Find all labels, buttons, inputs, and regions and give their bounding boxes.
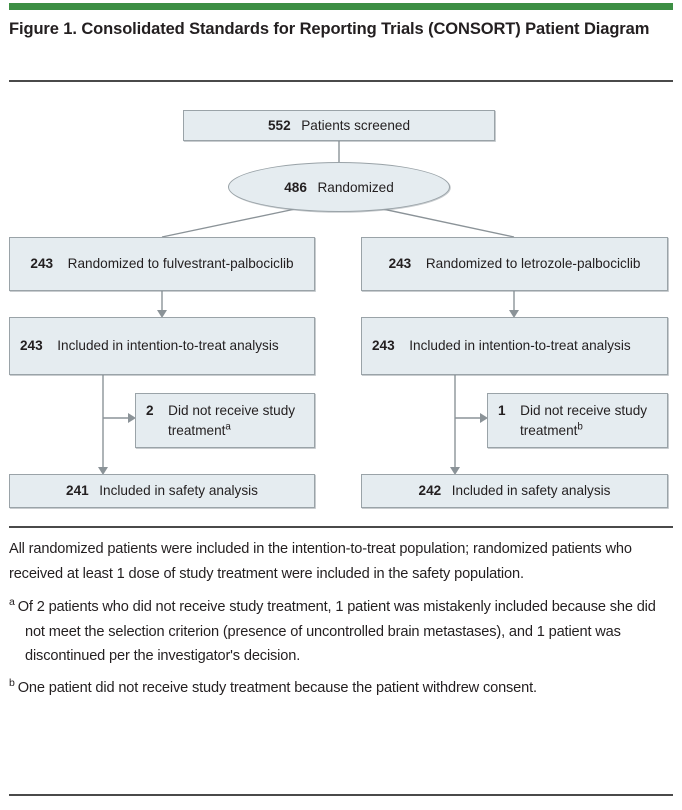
footnote-divider-top — [9, 526, 673, 528]
footnote-a-marker: a — [9, 596, 15, 609]
box-screened: 552 Patients screened — [183, 110, 495, 141]
box-right-itt: 243 Included in intention-to-treat analy… — [361, 317, 668, 375]
left-assignment-count: 243 — [30, 256, 60, 271]
footnote-paragraph: All randomized patients were included in… — [9, 541, 632, 582]
box-right-assignment: 243 Randomized to letrozole-palbociclib — [361, 237, 668, 291]
accent-rule — [9, 3, 673, 10]
left-excluded-footnote-marker: a — [225, 420, 231, 432]
left-itt-label: Included in intention-to-treat analysis — [57, 338, 279, 353]
right-assignment-count: 243 — [388, 256, 419, 271]
figure-title: Figure 1. Consolidated Standards for Rep… — [9, 20, 650, 38]
right-excluded-footnote-marker: b — [577, 420, 583, 432]
right-assignment-label: Randomized to letrozole-palbociclib — [425, 256, 641, 271]
ellipse-randomized: 486 Randomized — [228, 162, 450, 212]
screened-count: 552 — [267, 117, 298, 133]
right-excluded-count: 1 — [498, 402, 513, 418]
footnote-divider-bottom — [9, 794, 673, 796]
randomized-count: 486 — [284, 179, 314, 195]
left-assignment-label: Randomized to fulvestrant-palbociclib — [67, 256, 294, 271]
screened-label: Patients screened — [301, 117, 411, 133]
footnote-a-text: Of 2 patients who did not receive study … — [17, 599, 656, 665]
right-safety-label: Included in safety analysis — [451, 483, 611, 498]
box-left-safety: 241 Included in safety analysis — [9, 474, 315, 508]
left-safety-count: 241 — [66, 483, 96, 498]
connector-randomized-to-left-arm — [161, 207, 301, 238]
randomized-label: Randomized — [317, 179, 394, 195]
left-excluded-count: 2 — [146, 402, 161, 418]
box-left-itt: 243 Included in intention-to-treat analy… — [9, 317, 315, 375]
box-right-safety: 242 Included in safety analysis — [361, 474, 668, 508]
left-excluded-label: Did not receive study treatment — [168, 402, 296, 438]
footnote-b-marker: b — [9, 677, 15, 690]
left-safety-label: Included in safety analysis — [99, 483, 258, 498]
title-divider — [9, 80, 673, 82]
right-safety-count: 242 — [418, 483, 448, 498]
box-right-excluded: 1 Did not receive study treatmentb — [487, 393, 668, 448]
box-left-excluded: 2 Did not receive study treatmenta — [135, 393, 315, 448]
right-itt-count: 243 — [372, 338, 402, 353]
footnotes-block: All randomized patients were included in… — [9, 537, 677, 708]
box-left-assignment: 243 Randomized to fulvestrant-palbocicli… — [9, 237, 315, 291]
left-itt-count: 243 — [20, 338, 50, 353]
right-itt-label: Included in intention-to-treat analysis — [409, 338, 631, 353]
footnote-b-text: One patient did not receive study treatm… — [17, 679, 537, 696]
right-excluded-label: Did not receive study treatment — [520, 402, 648, 438]
connector-randomized-to-right-arm — [377, 207, 515, 238]
